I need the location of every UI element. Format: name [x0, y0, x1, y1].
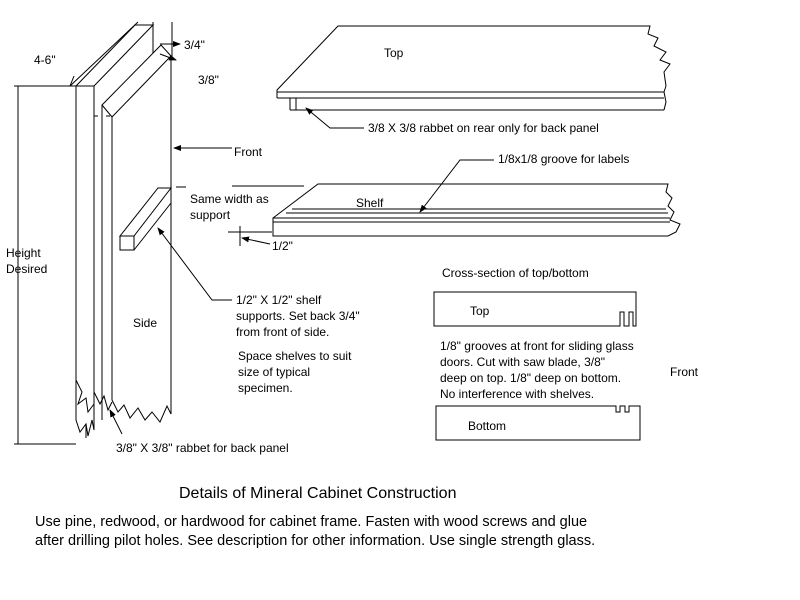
shelf-width-note-line-1: Same width as [190, 192, 269, 206]
cross-section-bottom-label: Bottom [468, 419, 506, 433]
top-board-drawing [276, 25, 671, 111]
description-line-2: after drilling pilot holes. See descript… [35, 533, 595, 549]
height-label-line-1: Height [6, 246, 41, 260]
description-line-1: Use pine, redwood, or hardwood for cabin… [35, 514, 587, 530]
side-rabbet-note: 3/8" X 3/8" rabbet for back panel [116, 441, 289, 455]
spacing-note-line-3: specimen. [238, 381, 293, 395]
side-panel-drawing [74, 24, 173, 437]
groove-note-line-2: doors. Cut with saw blade, 3/8" [440, 355, 605, 369]
top-rabbet-note: 3/8 X 3/8 rabbet on rear only for back p… [368, 121, 599, 135]
shelf-label: Shelf [356, 196, 384, 210]
side-label: Side [133, 316, 157, 330]
dim-width-label: 4-6" [34, 53, 56, 67]
diagram-title: Details of Mineral Cabinet Construction [179, 485, 456, 502]
cross-section-top-label: Top [470, 304, 490, 318]
groove-note-line-1: 1/8" grooves at front for sliding glass [440, 339, 634, 353]
height-label-line-2: Desired [6, 262, 47, 276]
top-cross-section [433, 291, 637, 327]
shelf-groove-note: 1/8x1/8 groove for labels [498, 152, 629, 166]
shelf-support-note-line-3: from front of side. [236, 325, 329, 339]
side-dimensions [14, 21, 181, 445]
bottom-cross-section [435, 405, 641, 441]
shelf-width-note-line-2: support [190, 208, 231, 222]
spacing-note-line-1: Space shelves to suit [238, 349, 352, 363]
side-front-label: Front [234, 145, 263, 159]
shelf-support-note-line-1: 1/2" X 1/2" shelf [236, 293, 322, 307]
dim-rabbet-label: 3/8" [198, 73, 219, 87]
groove-note-line-4: No interference with shelves. [440, 387, 594, 401]
cross-section-front-label: Front [670, 365, 699, 379]
shelf-board-drawing [272, 183, 681, 237]
groove-note: 1/8" grooves at front for sliding glass … [440, 339, 634, 401]
cross-section-heading: Cross-section of top/bottom [442, 266, 589, 280]
shelf-support-note-line-2: supports. Set back 3/4" [236, 309, 360, 323]
spacing-note-line-2: size of typical [238, 365, 310, 379]
shelf-thickness-label: 1/2" [272, 239, 293, 253]
top-board-label: Top [384, 46, 404, 60]
dim-thickness-label: 3/4" [184, 38, 205, 52]
groove-note-line-3: deep on top. 1/8" deep on bottom. [440, 371, 621, 385]
